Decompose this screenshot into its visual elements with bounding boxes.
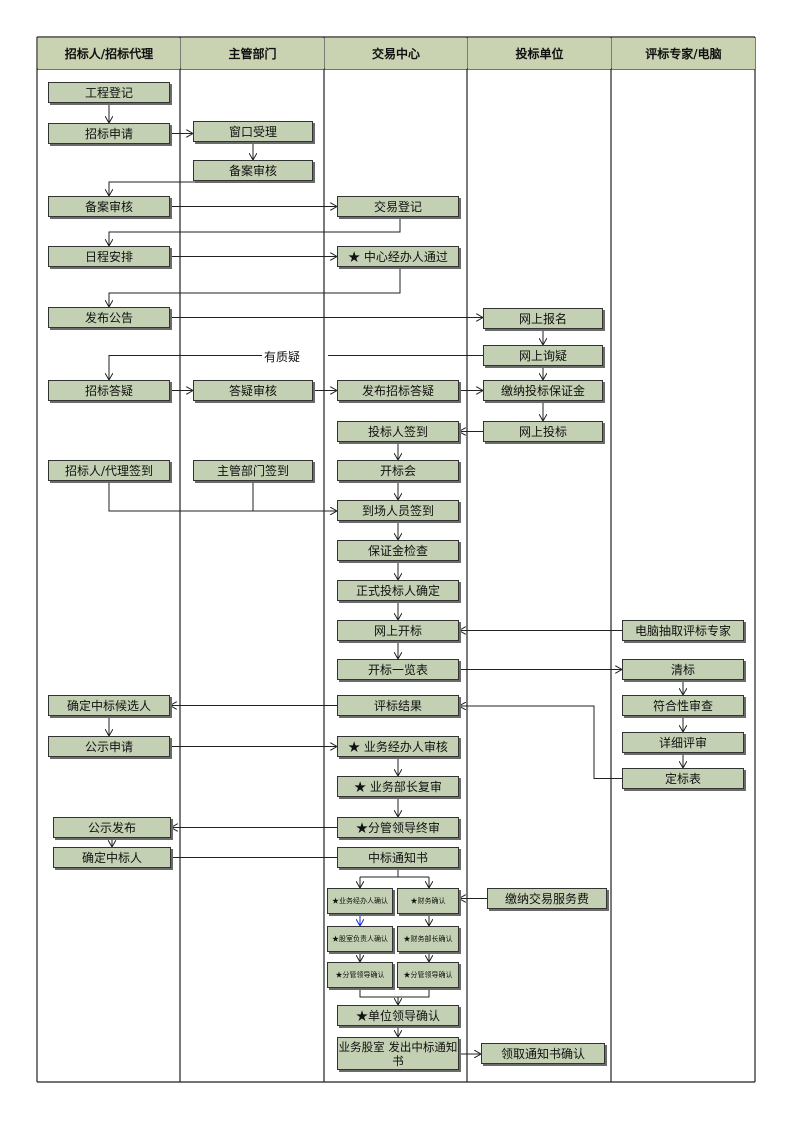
- node-online-registration: 网上报名: [483, 308, 603, 329]
- node-receive-notice-confirm: 领取通知书确认: [481, 1043, 605, 1064]
- node-confirm-winner: 确定中标人: [53, 847, 171, 868]
- node-award-table: 定标表: [622, 768, 744, 789]
- node-finance-confirm: ★财务确认: [397, 888, 459, 914]
- node-authority-filing-review: 备案审核: [193, 160, 313, 181]
- edge-label-has-objection: 有质疑: [262, 348, 303, 365]
- node-bid-clearing: 清标: [622, 659, 744, 680]
- node-pay-service-fee: 缴纳交易服务费: [487, 888, 607, 909]
- node-publicity-release: 公示发布: [53, 817, 171, 838]
- node-handler-confirm: ★业务经办人确认: [327, 888, 393, 914]
- node-online-bidding: 网上投标: [483, 421, 603, 442]
- connector-31: [459, 706, 622, 779]
- lane-expert-header: 评标专家/电脑: [612, 38, 755, 69]
- node-evaluation-result: 评标结果: [337, 695, 459, 716]
- node-pay-bid-deposit: 缴纳投标保证金: [483, 380, 603, 401]
- node-attendee-signin: 到场人员签到: [337, 500, 459, 521]
- node-center-handler-approval: ★ 中心经办人通过: [337, 246, 459, 267]
- node-leader-final-review: ★分管领导终审: [337, 817, 459, 838]
- connector-20: [108, 481, 337, 511]
- node-detailed-evaluation: 详细评审: [622, 732, 744, 753]
- node-bidder-signin: 投标人签到: [337, 421, 459, 442]
- lane-center-header: 交易中心: [325, 38, 467, 69]
- lane-authority-header: 主管部门: [181, 38, 324, 69]
- node-tender-clarification: 招标答疑: [48, 380, 170, 401]
- node-business-handler-review: ★ 业务经办人审核: [337, 736, 459, 757]
- connector-11: [109, 355, 262, 381]
- node-schedule-arrangement: 日程安排: [48, 246, 170, 267]
- connector-7: [109, 267, 401, 307]
- node-publish-clarification: 发布招标答疑: [337, 380, 459, 401]
- node-tender-application: 招标申请: [48, 123, 170, 144]
- node-bid-opening-summary: 开标一览表: [337, 659, 459, 680]
- node-issue-award-notice: 业务股室 发出中标通知书: [337, 1037, 459, 1070]
- node-publish-notice: 发布公告: [48, 307, 170, 328]
- node-computer-draw-experts: 电脑抽取评标专家: [622, 620, 744, 641]
- node-deposit-check: 保证金检查: [337, 540, 459, 561]
- node-online-bid-opening: 网上开标: [337, 620, 459, 641]
- node-clarification-review: 答疑审核: [193, 380, 313, 401]
- swimlane-grid: [36, 36, 756, 1083]
- node-business-head-recheck: ★ 业务部长复审: [337, 776, 459, 797]
- node-section-head-confirm: ★股室负责人确认: [327, 926, 393, 952]
- connector-3: [109, 181, 254, 196]
- lane-bidder-header: 招标人/招标代理: [38, 38, 180, 69]
- node-leader-confirm-left: ★分管领导确认: [327, 962, 393, 988]
- connector-layer: [109, 103, 683, 1054]
- node-unit-leader-confirm: ★单位领导确认: [337, 1005, 459, 1026]
- node-authority-signin: 主管部门签到: [193, 460, 313, 481]
- connector-5: [109, 217, 401, 246]
- node-bid-opening-meeting: 开标会: [337, 460, 459, 481]
- node-online-inquiry: 网上询疑: [483, 345, 603, 366]
- node-filing-review: 备案审核: [48, 196, 170, 217]
- node-project-registration: 工程登记: [48, 82, 170, 103]
- node-award-notice: 中标通知书: [337, 847, 459, 868]
- node-finance-head-confirm: ★财务部长确认: [397, 926, 459, 952]
- node-confirm-candidate: 确定中标候选人: [48, 695, 170, 716]
- node-compliance-review: 符合性审查: [622, 695, 744, 716]
- node-transaction-registration: 交易登记: [337, 196, 459, 217]
- node-window-acceptance: 窗口受理: [193, 121, 313, 142]
- node-tenderee-agent-signin: 招标人/代理签到: [48, 460, 170, 481]
- lane-tenderer-header: 投标单位: [468, 38, 611, 69]
- node-publicity-application: 公示申请: [48, 736, 170, 757]
- node-leader-confirm-right: ★分管领导确认: [397, 962, 459, 988]
- connector-49: [359, 988, 430, 998]
- node-formal-bidder-confirm: 正式投标人确定: [337, 580, 459, 601]
